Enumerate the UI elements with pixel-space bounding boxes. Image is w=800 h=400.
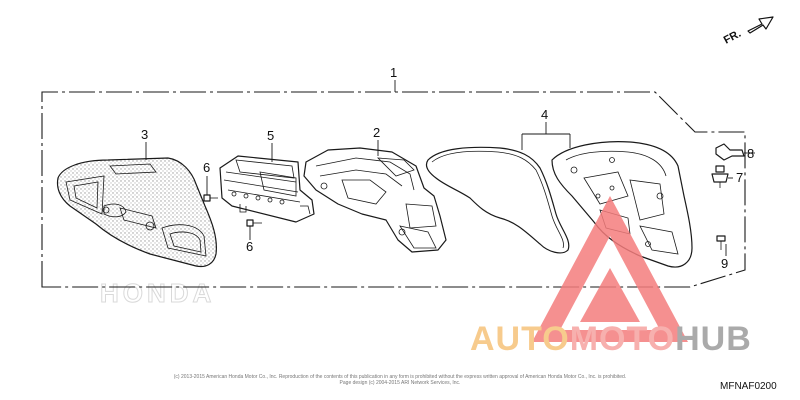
- watermark-triangle-icon: [532, 196, 688, 342]
- part-9-screw[interactable]: 9: [716, 235, 728, 271]
- callout-5[interactable]: 5: [267, 128, 274, 162]
- part-8-clip[interactable]: 8: [715, 143, 755, 161]
- callout-2-label: 2: [373, 125, 380, 140]
- automotohub-watermark: AUTOMOTOHUB: [470, 196, 752, 358]
- callout-2[interactable]: 2: [373, 125, 380, 156]
- front-direction-indicator: FR.: [722, 16, 774, 47]
- watermark-hub: HUB: [675, 320, 752, 358]
- callout-5-label: 5: [267, 128, 274, 143]
- background-brand-text: HONDA: [100, 278, 215, 308]
- part-7-grommet[interactable]: 7: [711, 165, 743, 188]
- copyright-line-1: (c) 2013-2015 American Honda Motor Co., …: [174, 374, 626, 380]
- part-6-screw-lower[interactable]: 6: [246, 219, 262, 254]
- callout-4[interactable]: 4: [521, 107, 571, 150]
- svg-text:AUTOMOTOHUB: AUTOMOTOHUB: [470, 320, 752, 358]
- part-6-screw-upper[interactable]: 6: [203, 160, 218, 202]
- part-4-gasket[interactable]: [425, 146, 570, 254]
- callout-1-label: 1: [390, 65, 397, 80]
- callout-1[interactable]: 1: [390, 65, 397, 92]
- part-3-rear-cover[interactable]: [56, 157, 217, 268]
- watermark-moto: MOTO: [570, 320, 675, 358]
- copyright-line-2: Page design (c) 2004-2015 ARI Network Se…: [340, 380, 461, 386]
- callout-6b-label: 6: [246, 239, 253, 254]
- part-5-indicator-board[interactable]: [219, 155, 315, 223]
- callout-4-label: 4: [541, 107, 548, 122]
- diagram-code: MFNAF0200: [720, 381, 777, 392]
- callout-8-label: 8: [747, 146, 754, 161]
- callout-6a-label: 6: [203, 160, 210, 175]
- callout-7-label: 7: [736, 170, 743, 185]
- front-arrow-icon: [747, 16, 774, 34]
- part-2-meter-case[interactable]: [303, 147, 447, 253]
- assembly-frame: [41, 91, 746, 288]
- callout-9-label: 9: [721, 256, 728, 271]
- callout-3[interactable]: 3: [141, 127, 148, 160]
- front-direction-label: FR.: [722, 28, 743, 47]
- watermark-auto: AUTO: [470, 320, 570, 358]
- callout-3-label: 3: [141, 127, 148, 142]
